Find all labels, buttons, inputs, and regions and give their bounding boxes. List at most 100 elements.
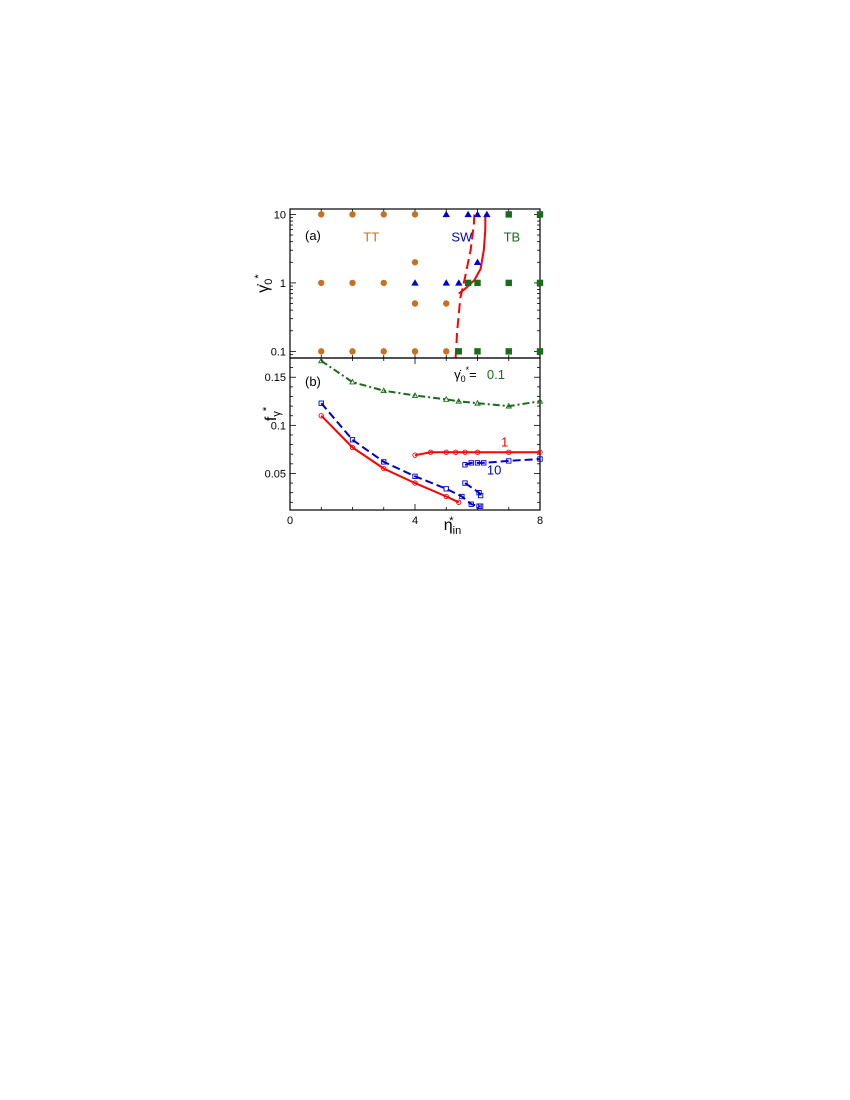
marker-circle: [443, 493, 449, 500]
phase-boundary-dashed: [454, 214, 476, 359]
marker-circle: [427, 449, 434, 455]
marker-square: [464, 279, 472, 287]
marker-square: [476, 490, 482, 496]
marker-triangle: [317, 357, 325, 364]
phase-boundary-solid: [458, 214, 487, 295]
marker-square: [477, 503, 484, 509]
marker-circle: [443, 300, 450, 307]
marker-circle: [380, 211, 387, 218]
annotation-3: 10: [487, 462, 501, 477]
y-tick-label-b: 0.05: [265, 468, 286, 480]
marker-triangle: [349, 378, 356, 385]
panel-label-a: (a): [305, 228, 321, 243]
series-line-1: [320, 414, 460, 504]
marker-square: [462, 480, 468, 486]
marker-triangle: [411, 392, 419, 398]
region-label-tt: TT: [363, 230, 379, 245]
marker-triangle: [380, 387, 388, 394]
marker-triangle: [455, 279, 463, 286]
marker-triangle: [536, 397, 544, 404]
marker-square: [349, 437, 356, 443]
annotation-0: γ̇0*=: [454, 365, 477, 384]
x-tick-label-b: 0: [287, 515, 293, 527]
marker-circle: [318, 348, 325, 355]
panel-label-b: (b): [305, 374, 321, 389]
y-axis-label-a: γ̇0*: [253, 274, 275, 293]
marker-square: [468, 501, 474, 507]
marker-triangle: [464, 210, 472, 218]
marker-circle: [318, 413, 324, 419]
y-tick-label-a: 10: [274, 209, 286, 221]
marker-triangle: [411, 279, 419, 286]
marker-triangle: [474, 399, 481, 406]
marker-triangle: [442, 210, 450, 218]
region-label-tb: TB: [504, 230, 521, 245]
marker-square: [474, 279, 481, 287]
x-tick-label-b: 8: [537, 515, 543, 527]
marker-square: [505, 348, 512, 355]
marker-circle: [381, 465, 387, 472]
marker-square: [536, 211, 544, 218]
marker-square: [381, 459, 387, 465]
marker-square: [536, 279, 544, 287]
marker-triangle: [455, 397, 463, 404]
marker-triangle: [473, 258, 482, 266]
marker-triangle: [473, 210, 482, 218]
marker-triangle: [442, 395, 450, 402]
marker-circle: [443, 449, 449, 455]
marker-circle: [380, 348, 387, 355]
marker-square: [462, 462, 468, 468]
marker-circle: [349, 444, 356, 451]
marker-circle: [411, 348, 419, 355]
marker-square: [505, 211, 512, 218]
marker-square: [481, 460, 487, 466]
y-tick-label-b: 0.1: [271, 420, 286, 432]
region-label-sw: SW: [451, 230, 473, 245]
series-line-10: [320, 402, 481, 508]
marker-circle: [462, 449, 468, 455]
marker-circle: [349, 211, 356, 218]
marker-circle: [411, 259, 419, 266]
marker-circle: [456, 499, 462, 505]
marker-square: [536, 348, 544, 355]
panel-b: 0.05 0.1 0.15 0 4 8 fγ* ηin* (b) γ̇0*= 0.1 110: [261, 357, 544, 537]
marker-circle: [452, 449, 459, 455]
annotation-2: 1: [501, 435, 508, 450]
marker-circle: [349, 279, 356, 287]
marker-circle: [412, 480, 418, 486]
marker-square: [477, 492, 484, 499]
marker-square: [474, 460, 481, 466]
x-tick-label-b: 4: [412, 515, 418, 527]
marker-triangle: [442, 279, 450, 286]
marker-circle: [411, 300, 419, 307]
annotation-1: 0.1: [487, 367, 505, 382]
marker-square: [443, 486, 449, 492]
y-tick-label-b: 0.15: [265, 372, 286, 384]
marker-square: [468, 460, 474, 466]
marker-circle: [318, 211, 325, 218]
marker-circle: [318, 279, 325, 287]
y-axis-label-b: fγ*: [261, 406, 283, 421]
marker-triangle: [505, 402, 513, 409]
marker-circle: [411, 211, 419, 218]
marker-circle: [443, 348, 450, 355]
marker-square: [537, 456, 543, 462]
marker-circle: [349, 348, 356, 355]
marker-circle: [412, 452, 418, 458]
marker-square: [459, 493, 465, 500]
marker-circle: [380, 279, 387, 287]
x-axis-label-b: ηin*: [444, 515, 461, 537]
marker-square: [505, 279, 512, 287]
marker-circle: [537, 449, 543, 455]
marker-square: [455, 348, 462, 355]
panel-a: 0.1 1 10 γ̇0* (a) TT SW TB: [253, 208, 544, 359]
y-tick-label-a: 1: [280, 278, 286, 290]
series-line-10: [464, 458, 541, 466]
marker-square: [318, 400, 324, 406]
series-line-0.1: [320, 360, 541, 408]
y-tick-label-a: 0.1: [271, 346, 286, 358]
marker-square: [474, 348, 481, 355]
marker-triangle: [483, 210, 491, 218]
marker-square: [506, 458, 512, 464]
marker-square: [412, 473, 418, 479]
